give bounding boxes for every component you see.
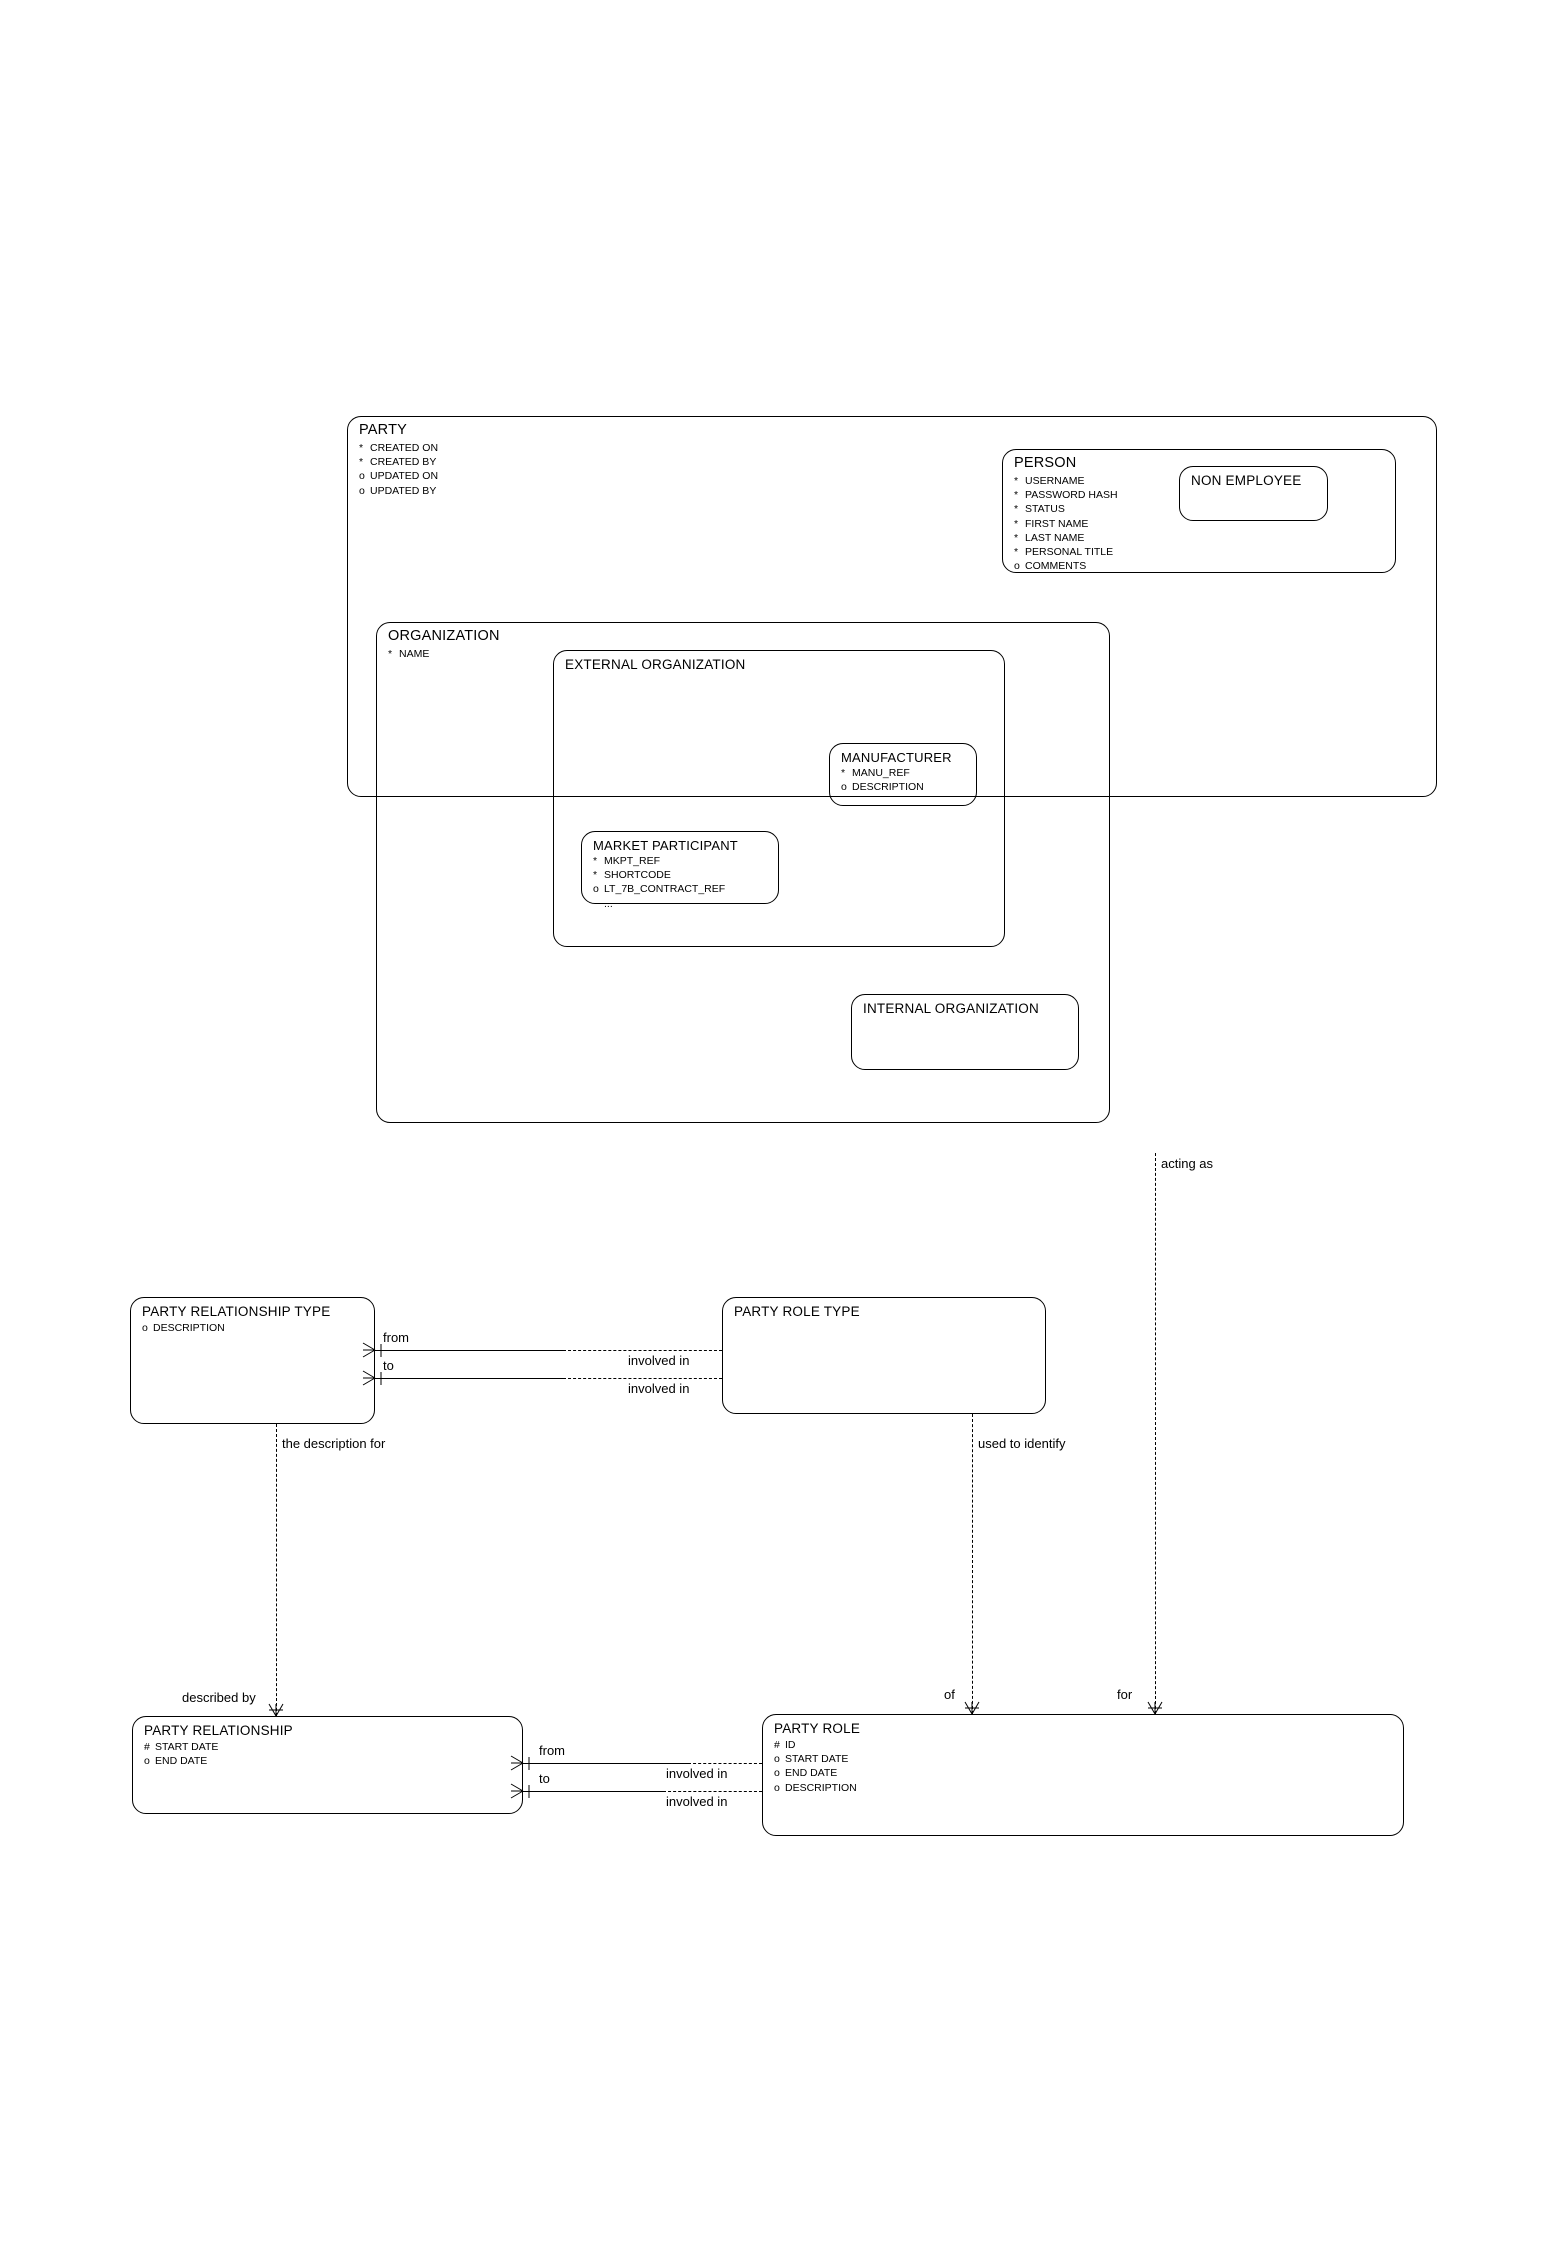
entity-party-role-title: PARTY ROLE — [774, 1721, 861, 1736]
attribute-row: *LAST NAME — [1014, 531, 1085, 544]
label-pr-involved-in-2: involved in — [666, 1794, 728, 1809]
label-acting-as: acting as — [1161, 1156, 1214, 1171]
attribute-row: *CREATED ON — [359, 442, 439, 454]
entity-party-relationship-type-title: PARTY RELATIONSHIP TYPE — [142, 1304, 331, 1319]
attribute-row: *NAME — [388, 648, 430, 660]
entity-party-role-type[interactable]: PARTY ROLE TYPE — [722, 1297, 1046, 1414]
connector-prt-from-solid — [375, 1350, 563, 1351]
label-prt-from: from — [383, 1330, 409, 1345]
connector-prt-to-solid — [375, 1378, 563, 1379]
label-pr-to: to — [539, 1771, 550, 1786]
label-of: of — [944, 1687, 955, 1702]
connector-used-to-identify — [972, 1414, 973, 1714]
label-prt-involved-in-1: involved in — [628, 1353, 690, 1368]
entity-party-title: PARTY — [359, 422, 408, 438]
label-described-by: described by — [182, 1690, 256, 1705]
attribute-row: *CREATED BY — [359, 456, 437, 469]
label-the-description-for: the description for — [282, 1436, 386, 1451]
label-pr-involved-in-1: involved in — [666, 1766, 728, 1781]
entity-market-participant-title: MARKET PARTICIPANT — [593, 838, 738, 853]
attribute-row: *SHORTCODE — [593, 869, 671, 882]
attribute-row: *PERSONAL TITLE — [1014, 546, 1114, 559]
entity-party-role-type-title: PARTY ROLE TYPE — [734, 1304, 860, 1319]
attribute-row: *USERNAME — [1014, 475, 1085, 487]
attribute-row: *FIRST NAME — [1014, 517, 1089, 530]
entity-party-relationship-title: PARTY RELATIONSHIP — [144, 1723, 293, 1738]
entity-organization-attributes: *NAME — [388, 647, 429, 661]
entity-external-organization-title: EXTERNAL ORGANIZATION — [565, 657, 746, 672]
entity-manufacturer-title: MANUFACTURER — [841, 750, 952, 765]
entity-person-title: PERSON — [1014, 455, 1077, 471]
connector-the-description-for — [276, 1424, 277, 1716]
attribute-row: #START DATE — [144, 1741, 219, 1753]
attribute-row: *MKPT_REF — [593, 855, 661, 867]
label-pr-from: from — [539, 1743, 565, 1758]
attribute-row: ... — [604, 897, 613, 910]
attribute-row: *PASSWORD HASH — [1014, 489, 1118, 502]
label-used-to-identify: used to identify — [978, 1436, 1066, 1451]
connector-pr-from-dashed — [688, 1763, 762, 1764]
entity-non-employee[interactable]: NON EMPLOYEE — [1179, 466, 1328, 521]
attribute-row: *STATUS — [1014, 503, 1065, 516]
entity-organization-title: ORGANIZATION — [388, 628, 500, 644]
entity-market-participant[interactable]: MARKET PARTICIPANT *MKPT_REF *SHORTCODE … — [581, 831, 779, 910]
attribute-row: *MANU_REF — [841, 767, 910, 779]
connector-prt-to-dashed — [563, 1378, 722, 1379]
connector-prt-from-dashed — [563, 1350, 722, 1351]
label-prt-involved-in-2: involved in — [628, 1381, 690, 1396]
entity-external-organization[interactable]: EXTERNAL ORGANIZATION — [553, 650, 1005, 947]
entity-internal-organization-title: INTERNAL ORGANIZATION — [863, 1001, 1039, 1016]
entity-non-employee-title: NON EMPLOYEE — [1191, 473, 1302, 488]
label-prt-to: to — [383, 1358, 394, 1373]
label-for: for — [1117, 1687, 1133, 1702]
entity-person[interactable]: PERSON *USERNAME *PASSWORD HASH *STATUS … — [1002, 449, 1396, 573]
connector-pr-from-solid — [523, 1763, 688, 1764]
connector-pr-to-dashed — [663, 1791, 762, 1792]
connector-pr-to-solid — [523, 1791, 663, 1792]
attribute-row: #ID — [774, 1739, 796, 1751]
entity-internal-organization[interactable]: INTERNAL ORGANIZATION — [851, 994, 1079, 1070]
connector-acting-as — [1155, 1153, 1156, 1714]
entity-person-attributes: *USERNAME *PASSWORD HASH *STATUS *FIRST … — [1014, 474, 1118, 573]
entity-organization[interactable]: ORGANIZATION *NAME — [376, 622, 1110, 1123]
